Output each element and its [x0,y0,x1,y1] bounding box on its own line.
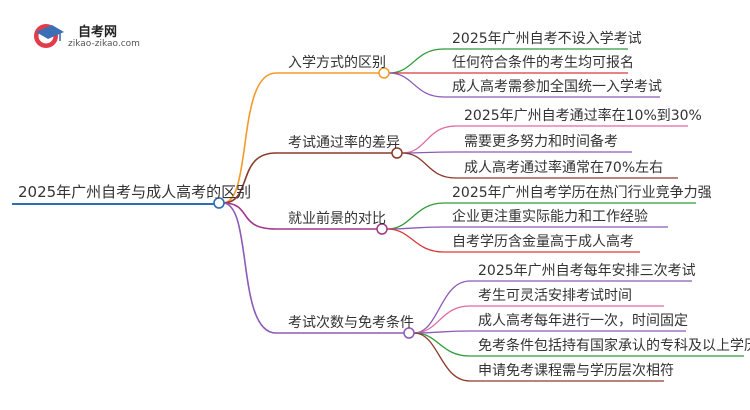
leaf-label: 企业更注重实际能力和工作经验 [452,209,648,225]
branch-node-circle [403,327,415,339]
leaf-connector [401,125,457,154]
leaf-label: 2025年广州自考学历在热门行业竞争力强 [452,185,712,201]
leaf-connector [413,305,471,334]
root-label: 2025年广州自考与成人高考的区别 [18,183,252,201]
leaf-label: 申请免考课程需与学历层次相符 [478,363,674,379]
leaf-connector [413,332,471,382]
branch-connector [222,202,277,230]
leaf-label: 成人高考需参加全国统一入学考试 [452,79,662,95]
leaf-label: 免考条件包括持有国家承认的专科及以上学历 [478,338,750,354]
leaf-label: 成人高考通过率通常在70%左右 [464,160,664,176]
leaf-connector [401,152,457,179]
logo-name: 自考网 [78,25,118,40]
leaf-connector [413,332,471,357]
leaf-label: 需要更多努力和时间备考 [464,134,618,150]
leaf-label: 2025年广州自考每年安排三次考试 [478,263,696,279]
leaf-connector [386,202,445,230]
branch-label: 就业前景的对比 [288,211,386,227]
leaf-connector [388,48,445,74]
branch-node-circle [391,147,403,159]
leaf-label: 考生可灵活安排考试时间 [478,288,632,304]
leaf-label: 2025年广州自考通过率在10%到30% [464,108,702,124]
branch-connector [222,72,277,204]
logo-url: zikao-zikao.com [68,39,140,49]
leaf-label: 任何符合条件的考生均可报名 [452,55,634,71]
branch-connector [222,152,277,204]
leaf-connector [386,228,445,253]
leaf-connector [413,280,471,334]
leaf-label: 2025年广州自考不设入学考试 [452,31,642,47]
leaf-label: 自考学历含金量高于成人高考 [452,234,634,250]
branch-node-circle [376,223,388,235]
graduation-cap-icon [34,24,64,48]
leaf-connector [388,72,445,98]
branch-label: 入学方式的区别 [288,55,386,71]
branch-label: 考试次数与免考条件 [288,315,414,331]
root-node-circle [213,197,225,209]
branch-node-circle [378,67,390,79]
leaf-label: 成人高考每年进行一次，时间固定 [478,313,688,329]
branch-connector [222,202,277,334]
branch-label: 考试通过率的差异 [288,135,400,151]
